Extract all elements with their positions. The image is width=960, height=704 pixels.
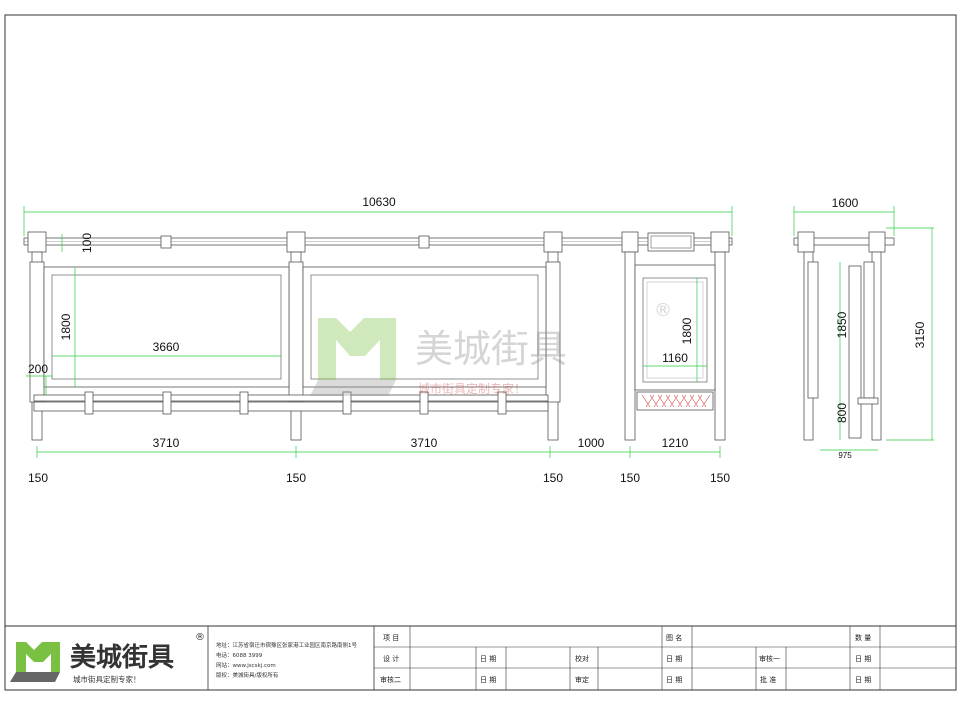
dim-post-5: 150 <box>710 471 730 485</box>
label-drawing-name: 图 名 <box>666 633 682 642</box>
logo-brand: 美城街具 <box>70 642 174 673</box>
label-approval: 批 准 <box>760 675 776 684</box>
dim-bay-middle: 3710 <box>411 436 438 450</box>
label-date1: 日 期 <box>480 655 496 663</box>
label-proofread: 校对 <box>575 654 589 663</box>
watermark-logo-icon <box>318 318 396 380</box>
dim-post-3: 150 <box>543 471 563 485</box>
dim-side-lower-height: 800 <box>835 403 849 423</box>
post-1 <box>27 231 47 441</box>
label-review2: 审核二 <box>380 675 401 684</box>
dim-box-panel-width: 1160 <box>662 351 688 365</box>
watermark-brand: 美城街具 <box>415 327 567 371</box>
dim-post-4: 150 <box>620 471 640 485</box>
company-website: 网站：www.jscskj.com <box>216 661 276 669</box>
watermark: 美城街具 ® 城市街具定制专家！ <box>310 300 672 396</box>
label-date2: 日 期 <box>480 676 496 684</box>
label-project: 项 目 <box>383 634 399 642</box>
label-date5: 日 期 <box>855 655 871 663</box>
dim-panel-height: 1800 <box>59 313 73 340</box>
dim-gap: 1000 <box>578 436 605 450</box>
watermark-slogan: 城市街具定制专家！ <box>418 381 526 396</box>
company-address: 地址：江苏省宿迁市宿豫区张家港工业园区南京路南侧1号 <box>216 641 358 649</box>
dim-side-base: 975 <box>838 451 852 460</box>
label-approve-set: 审定 <box>575 675 589 684</box>
logo-slogan: 城市街具定制专家！ <box>73 674 141 684</box>
company-phone: 电话：6088 3999 <box>216 651 263 659</box>
label-date4: 日 期 <box>666 676 682 684</box>
company-copyright: 版权：美城街具/版权所有 <box>216 671 279 679</box>
sheet-border <box>4 14 957 691</box>
dim-bay-left: 3710 <box>153 436 180 450</box>
dim-overall-length: 10630 <box>362 195 396 209</box>
label-date3: 日 期 <box>666 655 682 663</box>
title-block: 美城街具 ® 城市街具定制专家！ 地址：江苏省宿迁市宿豫区张家港工业园区南京路南… <box>5 625 956 690</box>
label-date6: 日 期 <box>855 676 871 684</box>
side-elevation <box>793 231 895 441</box>
label-quantity: 数 量 <box>855 633 871 642</box>
logo: 美城街具 ® 城市街具定制专家！ <box>10 632 205 684</box>
dim-box-panel-height: 1800 <box>680 317 694 344</box>
dim-box-width: 1210 <box>662 436 689 450</box>
front-elevation <box>23 231 733 441</box>
label-design: 设 计 <box>383 654 399 663</box>
dim-pole-spacing: 100 <box>80 233 94 253</box>
logo-icon <box>16 642 60 672</box>
dim-side-panel-height: 1850 <box>835 311 849 338</box>
watermark-registered: ® <box>654 300 672 321</box>
dim-panel-width: 3660 <box>153 340 180 354</box>
dimension-lines <box>23 206 934 458</box>
label-review1: 审核一 <box>759 654 780 663</box>
dim-side-total-height: 3150 <box>913 321 927 348</box>
dim-bench-height: 200 <box>28 362 48 376</box>
dim-post-1: 150 <box>28 471 48 485</box>
logo-registered: ® <box>195 632 205 643</box>
dim-side-depth: 1600 <box>832 196 859 210</box>
dim-post-2: 150 <box>286 471 306 485</box>
